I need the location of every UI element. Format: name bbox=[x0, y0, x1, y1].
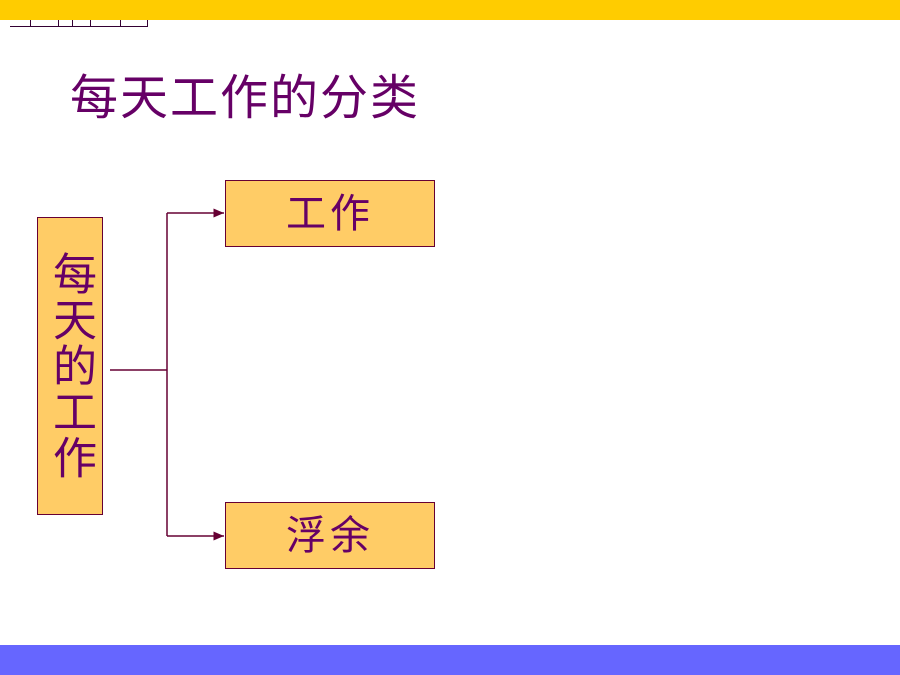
root-node-label: 每天的工作 bbox=[45, 251, 96, 481]
root-node: 每天的工作 bbox=[37, 217, 103, 515]
corner-decoration bbox=[10, 12, 148, 27]
child-node-work: 工作 bbox=[225, 180, 435, 247]
child-node-work-label: 工作 bbox=[286, 190, 374, 237]
bottom-accent-bar bbox=[0, 645, 900, 675]
child-node-spare-label: 浮余 bbox=[286, 512, 374, 559]
top-accent-bar bbox=[0, 0, 900, 20]
child-node-spare: 浮余 bbox=[225, 502, 435, 569]
page-title: 每天工作的分类 bbox=[70, 70, 421, 126]
